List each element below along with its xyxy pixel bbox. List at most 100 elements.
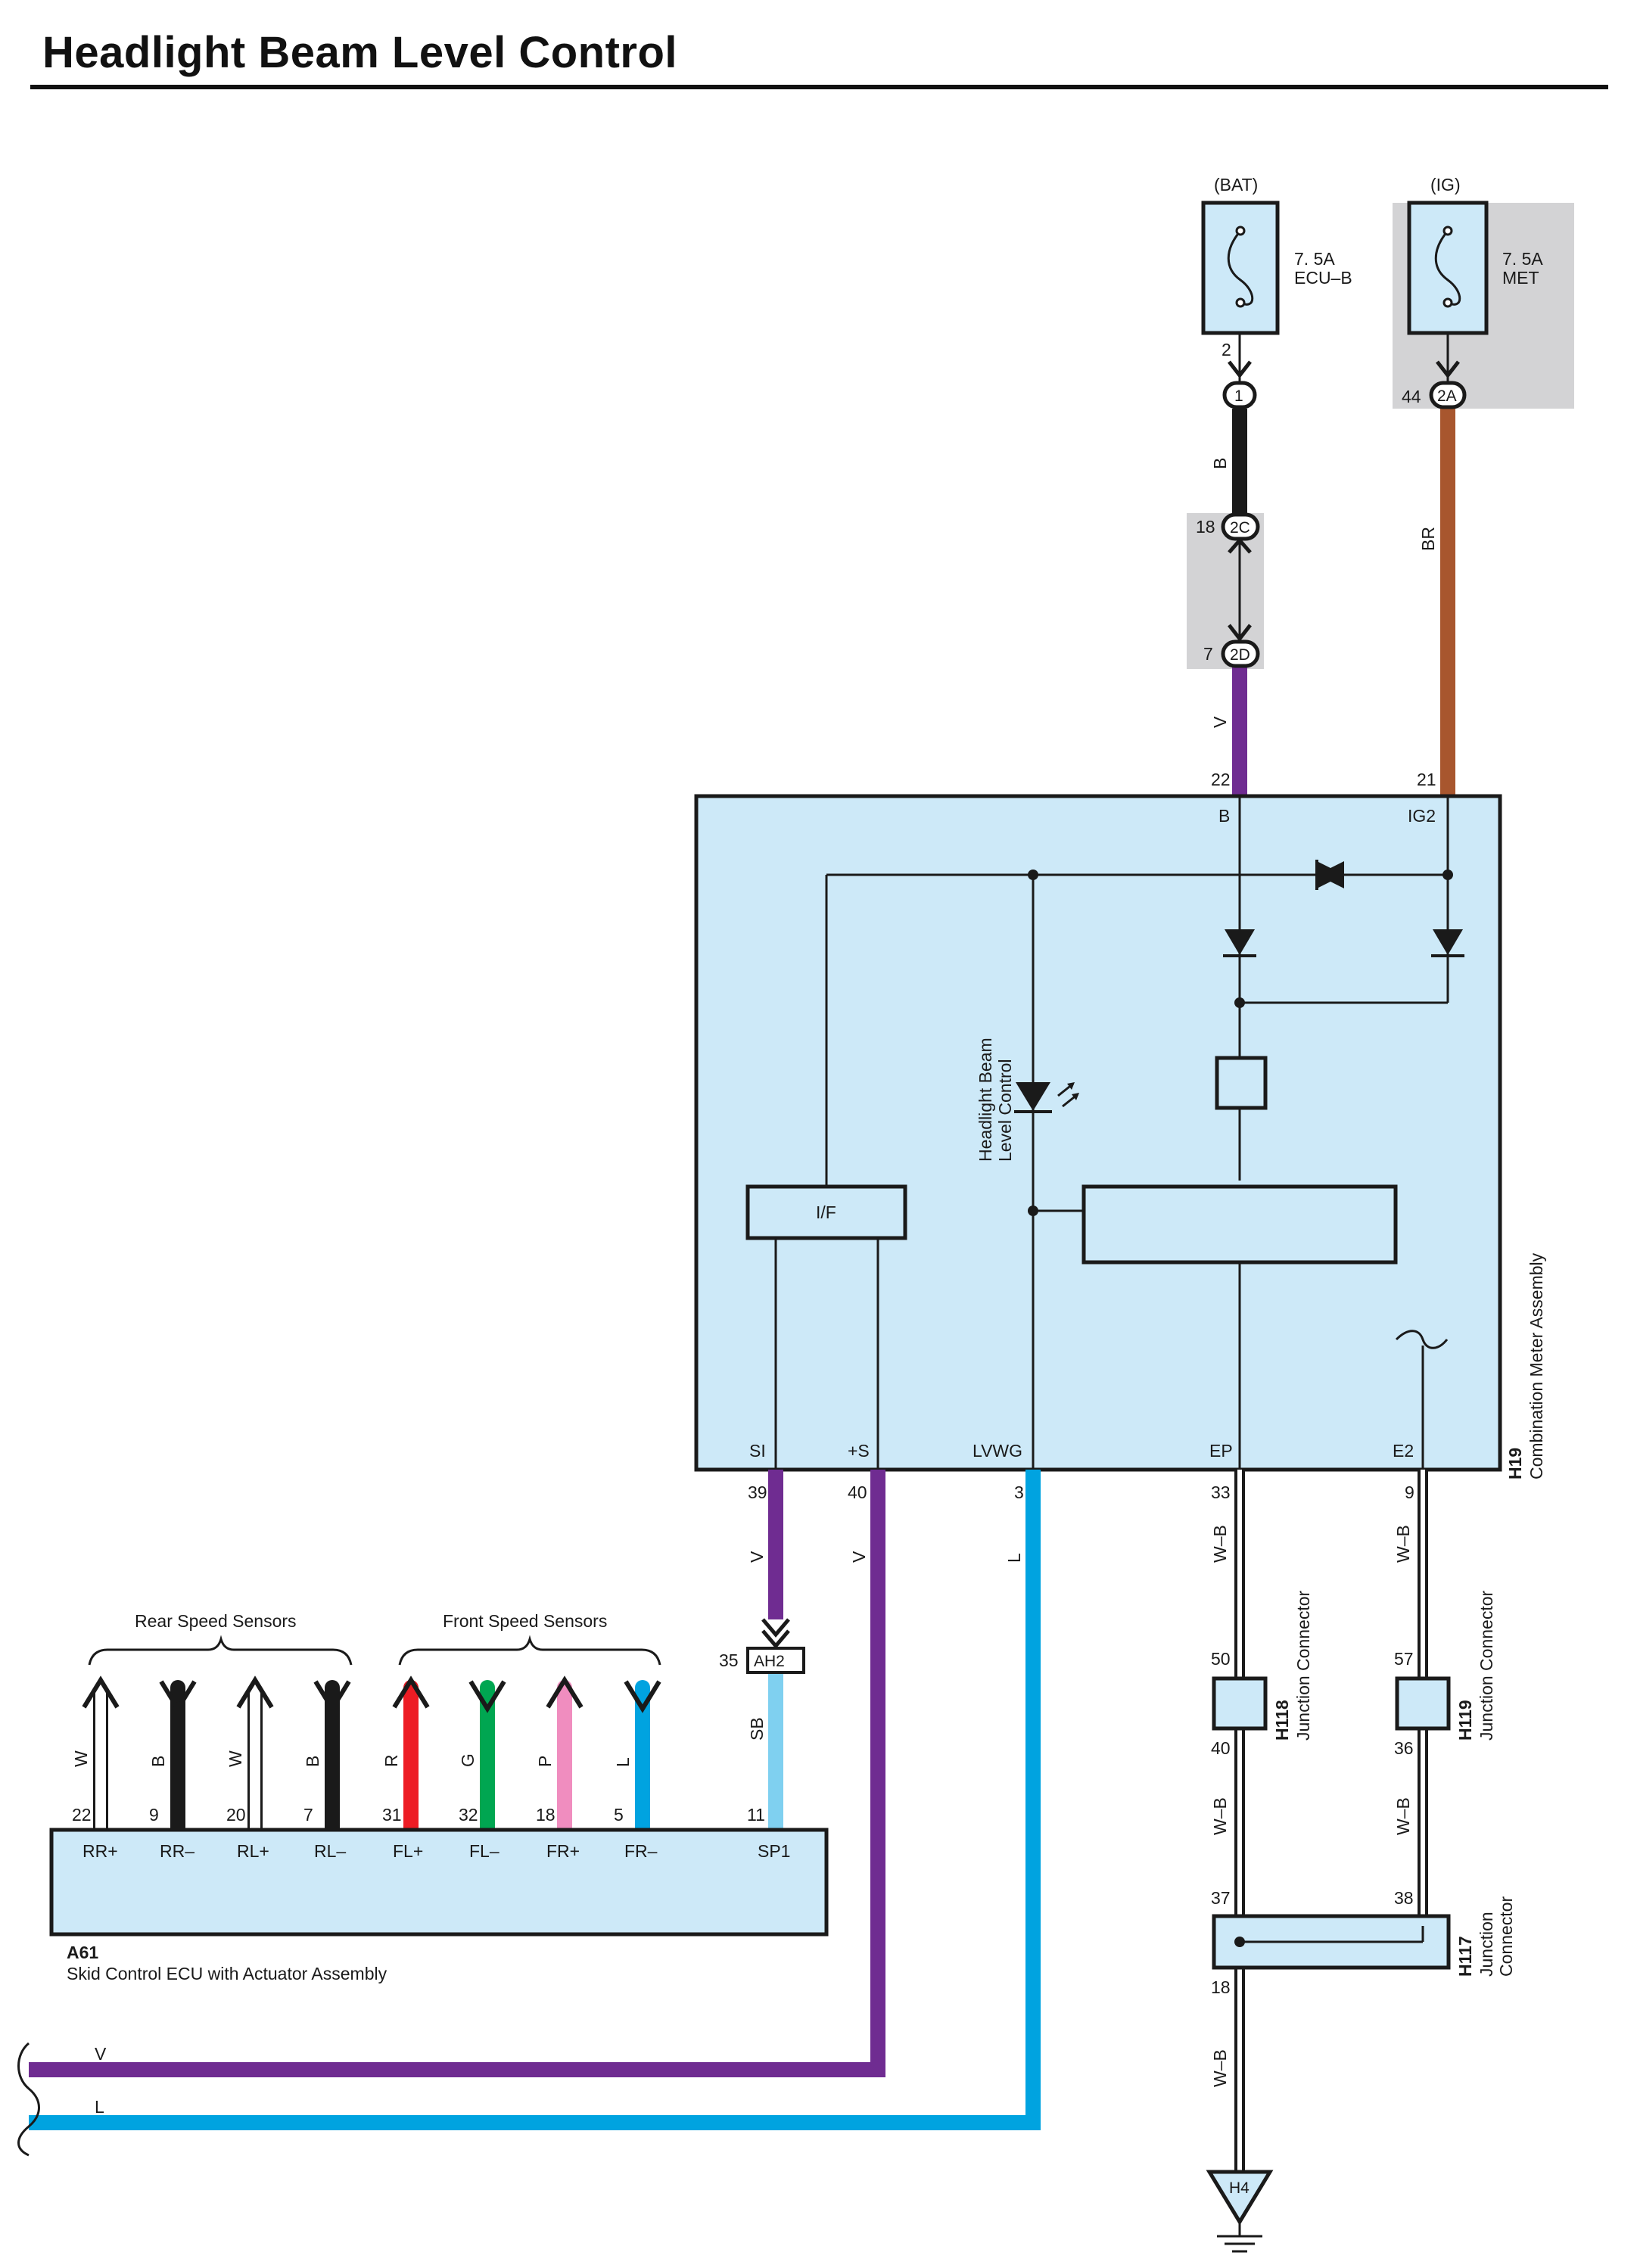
wire-label-b: B xyxy=(1210,458,1230,469)
meter-id: H19 xyxy=(1505,1448,1525,1479)
sensor-wire-0 xyxy=(82,1675,120,1830)
connector-2a: 2A xyxy=(1429,381,1467,409)
wire-label-wb-e2-2: W–B xyxy=(1393,1797,1413,1835)
arrow-2c xyxy=(1228,537,1252,554)
sensor-wire-label-5: G xyxy=(458,1753,478,1767)
node-4 xyxy=(1028,1206,1038,1216)
ah2-pin: 35 xyxy=(719,1650,739,1670)
meter-term-s: +S xyxy=(848,1441,870,1461)
junction-h119 xyxy=(1395,1676,1451,1731)
indicator-label-2: Level Control xyxy=(995,1059,1015,1162)
ecu-terminal-3: RL– xyxy=(314,1841,346,1861)
wire-label-br: BR xyxy=(1418,527,1438,551)
ecu-pin-6: 18 xyxy=(536,1805,556,1825)
svg-text:AH2: AH2 xyxy=(754,1653,785,1670)
rear-sensors-label: Rear Speed Sensors xyxy=(135,1611,297,1631)
fuse-bat-pin: 2 xyxy=(1222,340,1231,359)
ecu-terminal-6: FR+ xyxy=(546,1841,580,1861)
ecu-terminal-1: RR– xyxy=(160,1841,195,1861)
sensor-wire-2 xyxy=(236,1675,274,1830)
connector-2c: 2C xyxy=(1221,512,1260,541)
h119-pin-top: 57 xyxy=(1394,1649,1414,1669)
connector-1: 1 xyxy=(1222,381,1257,409)
h117-node xyxy=(1234,1937,1245,1947)
wire-label-sb: SB xyxy=(747,1717,767,1741)
ecu-pin-0: 22 xyxy=(72,1805,92,1825)
meter-pin-ig2: 21 xyxy=(1417,770,1436,789)
node-1 xyxy=(1028,870,1038,880)
combination-meter-box xyxy=(694,794,1502,1472)
h117-pin-right: 38 xyxy=(1394,1888,1414,1908)
c2d-pin: 7 xyxy=(1203,644,1213,664)
ecu-pin-2: 20 xyxy=(226,1805,246,1825)
wire-label-wb-ep2: W–B xyxy=(1210,1797,1230,1835)
connector-2d: 2D xyxy=(1221,639,1260,668)
meter-term-e2: E2 xyxy=(1393,1441,1414,1461)
fuse-bat-name: ECU–B xyxy=(1294,268,1352,288)
fuse-ecu-b xyxy=(1201,201,1280,335)
wire-label-v-top: V xyxy=(1210,716,1230,728)
sensor-wire-label-6: P xyxy=(535,1756,555,1767)
h118-id: H118 xyxy=(1272,1700,1292,1741)
diode-horizontal xyxy=(1315,860,1344,890)
c2c-pin: 18 xyxy=(1196,517,1215,537)
svg-text:2D: 2D xyxy=(1230,646,1250,664)
fuse-ig-source: (IG) xyxy=(1430,175,1461,194)
page-title: Headlight Beam Level Control xyxy=(42,28,678,77)
fuse-ig-rating: 7. 5A xyxy=(1502,249,1543,269)
sensor-wire-label-3: B xyxy=(303,1756,322,1767)
sensor-wire-4 xyxy=(392,1675,430,1837)
meter-term-b: B xyxy=(1218,806,1230,826)
ecu-terminal-2: RL+ xyxy=(237,1841,269,1861)
meter-pin-si: 39 xyxy=(748,1482,767,1502)
if-block xyxy=(745,1184,907,1240)
arrow-2d xyxy=(1228,624,1252,642)
sensor-wire-1 xyxy=(159,1680,197,1837)
meter-pin-lvwg: 3 xyxy=(1014,1482,1024,1502)
fuse-ig-pin: 44 xyxy=(1402,387,1421,406)
fuse-ig-name: MET xyxy=(1502,268,1539,288)
cpu-block xyxy=(1081,1184,1398,1265)
regulator-block xyxy=(1215,1056,1268,1110)
h117-name-1: Junction xyxy=(1477,1912,1496,1977)
meter-name: Combination Meter Assembly xyxy=(1527,1252,1546,1479)
ecu-name: Skid Control ECU with Actuator Assembly xyxy=(67,1964,387,1983)
skid-control-ecu-box xyxy=(49,1828,829,1937)
h117-id: H117 xyxy=(1455,1936,1475,1977)
ecu-terminal-8: SP1 xyxy=(758,1841,790,1861)
svg-text:2A: 2A xyxy=(1437,387,1457,405)
wire-label-v-s: V xyxy=(849,1551,869,1563)
fuse-met xyxy=(1407,201,1489,335)
if-label: I/F xyxy=(816,1202,836,1222)
arrow-bat xyxy=(1228,360,1252,379)
meter-term-ig2: IG2 xyxy=(1408,806,1436,826)
h119-name: Junction Connector xyxy=(1477,1590,1496,1741)
ecu-terminal-5: FL– xyxy=(469,1841,500,1861)
sensor-wire-3 xyxy=(313,1680,351,1837)
junction-h118 xyxy=(1212,1676,1268,1731)
indicator-label-1: Headlight Beam xyxy=(976,1038,995,1162)
h118-pin-bottom: 40 xyxy=(1211,1738,1231,1758)
node-2 xyxy=(1442,870,1453,880)
sensor-wire-label-2: W xyxy=(226,1750,245,1767)
wire-label-l-bottom: L xyxy=(95,2097,104,2117)
wire-break-icon xyxy=(17,2042,40,2157)
ecu-pin-5: 32 xyxy=(459,1805,478,1825)
svg-text:2C: 2C xyxy=(1230,519,1250,537)
wire-label-v-bottom: V xyxy=(95,2044,107,2064)
meter-pin-s: 40 xyxy=(848,1482,867,1502)
fuse-bat-source: (BAT) xyxy=(1214,175,1258,194)
ecu-terminal-labels: 22RR+9RR–20RL+7RL–31FL+32FL–18FR+5FR–11S… xyxy=(72,1805,790,1861)
ecu-terminal-0: RR+ xyxy=(82,1841,118,1861)
front-sensors-label: Front Speed Sensors xyxy=(443,1611,607,1631)
h117-pin-bottom: 18 xyxy=(1211,1977,1231,1997)
fuse-bat-rating: 7. 5A xyxy=(1294,249,1335,269)
sensor-wire-label-4: R xyxy=(381,1754,401,1767)
ecu-pin-8: 11 xyxy=(747,1805,765,1825)
sensor-wire-7 xyxy=(624,1680,661,1837)
sensor-wire-label-1: B xyxy=(148,1756,168,1767)
h117-pin-left: 37 xyxy=(1211,1888,1231,1908)
arrow-ah2-2 xyxy=(761,1629,790,1649)
h118-name: Junction Connector xyxy=(1293,1590,1313,1741)
